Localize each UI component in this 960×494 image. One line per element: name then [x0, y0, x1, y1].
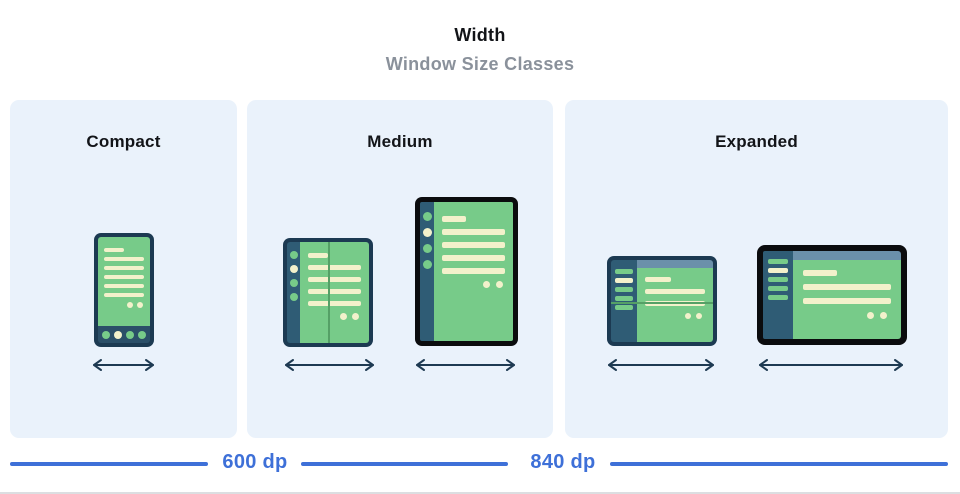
width-arrow-icon — [282, 357, 377, 373]
text-line — [442, 229, 505, 235]
app-header-bar — [637, 260, 713, 268]
nav-rail — [287, 242, 300, 343]
threshold-600dp-label: 600 dp — [222, 451, 288, 473]
panel-compact-title: Compact — [86, 132, 161, 151]
dot-icon — [127, 302, 133, 308]
dot-icon — [340, 313, 347, 320]
dot-icon — [696, 313, 702, 319]
action-dots — [803, 312, 891, 319]
phone-nav-bar — [98, 326, 150, 343]
panel-medium: Medium — [247, 100, 553, 438]
rail-dot-icon — [422, 212, 432, 221]
dot-icon — [352, 313, 359, 320]
text-line — [104, 275, 144, 279]
action-dots — [442, 281, 505, 288]
nav-dot-icon — [114, 330, 122, 339]
text-line — [308, 265, 361, 270]
nav-dot-icon — [102, 330, 110, 339]
app-main — [793, 251, 901, 339]
text-line — [645, 289, 705, 294]
text-line — [104, 257, 144, 261]
dot-icon — [867, 312, 874, 319]
nav-item-bar — [615, 278, 633, 283]
action-dots — [645, 313, 705, 319]
width-arrow-icon — [756, 357, 906, 373]
dot-icon — [137, 302, 143, 308]
threshold-840dp-label: 840 dp — [530, 451, 596, 473]
page-title: Width — [454, 25, 506, 45]
width-arrow-icon — [605, 357, 717, 373]
text-line — [803, 270, 837, 276]
fold-crease — [328, 242, 330, 343]
fold-crease — [611, 302, 713, 304]
text-line — [104, 284, 144, 288]
dot-icon — [685, 313, 691, 319]
rail-dot-icon — [289, 251, 298, 259]
nav-item-bar — [768, 259, 788, 264]
bottom-divider — [0, 492, 960, 494]
rail-dot-icon — [422, 244, 432, 253]
action-dots — [104, 302, 144, 308]
width-arrow-icon — [413, 357, 518, 373]
panel-expanded-title: Expanded — [715, 132, 798, 151]
nav-drawer — [763, 251, 793, 339]
app-main — [637, 260, 713, 342]
nav-item-bar — [768, 268, 788, 273]
nav-item-bar — [615, 269, 633, 274]
nav-item-bar — [615, 287, 633, 292]
panel-medium-title: Medium — [367, 132, 433, 151]
foldable-landscape-device — [607, 256, 717, 346]
foldable-screen — [300, 242, 369, 343]
text-line — [803, 298, 891, 304]
nav-dot-icon — [138, 330, 146, 339]
rail-dot-icon — [289, 265, 298, 273]
app-content — [793, 260, 901, 339]
panel-expanded: Expanded — [565, 100, 948, 438]
text-line — [308, 253, 328, 258]
rail-dot-icon — [289, 293, 298, 301]
nav-drawer — [611, 260, 637, 342]
text-line — [104, 248, 124, 252]
page-subtitle: Window Size Classes — [385, 54, 575, 74]
text-line — [442, 268, 505, 274]
nav-item-bar — [768, 295, 788, 300]
tablet-screen — [434, 202, 513, 341]
desktop-landscape-device — [757, 245, 907, 345]
foldable-portrait-device — [283, 238, 373, 347]
rail-dot-icon — [422, 228, 432, 237]
nav-item-bar — [768, 286, 788, 291]
action-dots — [308, 313, 361, 320]
app-header-bar — [793, 251, 901, 260]
text-line — [442, 216, 466, 222]
text-line — [442, 255, 505, 261]
dot-icon — [496, 281, 503, 288]
dot-icon — [483, 281, 490, 288]
nav-dot-icon — [126, 330, 134, 339]
nav-rail — [420, 202, 434, 341]
dot-icon — [880, 312, 887, 319]
nav-item-bar — [615, 296, 633, 301]
rail-dot-icon — [422, 260, 432, 269]
text-line — [308, 277, 361, 282]
phone-device — [94, 233, 154, 347]
text-line — [442, 242, 505, 248]
nav-item-bar — [768, 277, 788, 282]
ruler-line-segment — [301, 462, 508, 466]
phone-screen — [98, 237, 150, 326]
text-line — [308, 301, 361, 306]
text-line — [308, 289, 361, 294]
text-line — [104, 266, 144, 270]
text-line — [803, 284, 891, 290]
rail-dot-icon — [289, 279, 298, 287]
nav-item-bar — [615, 305, 633, 310]
ruler-line-segment — [610, 462, 948, 466]
ruler-line-segment — [10, 462, 208, 466]
panel-compact: Compact — [10, 100, 237, 438]
width-arrow-icon — [90, 357, 157, 373]
text-line — [645, 277, 671, 282]
app-content — [637, 268, 713, 342]
tablet-portrait-device — [415, 197, 518, 346]
text-line — [104, 293, 144, 297]
